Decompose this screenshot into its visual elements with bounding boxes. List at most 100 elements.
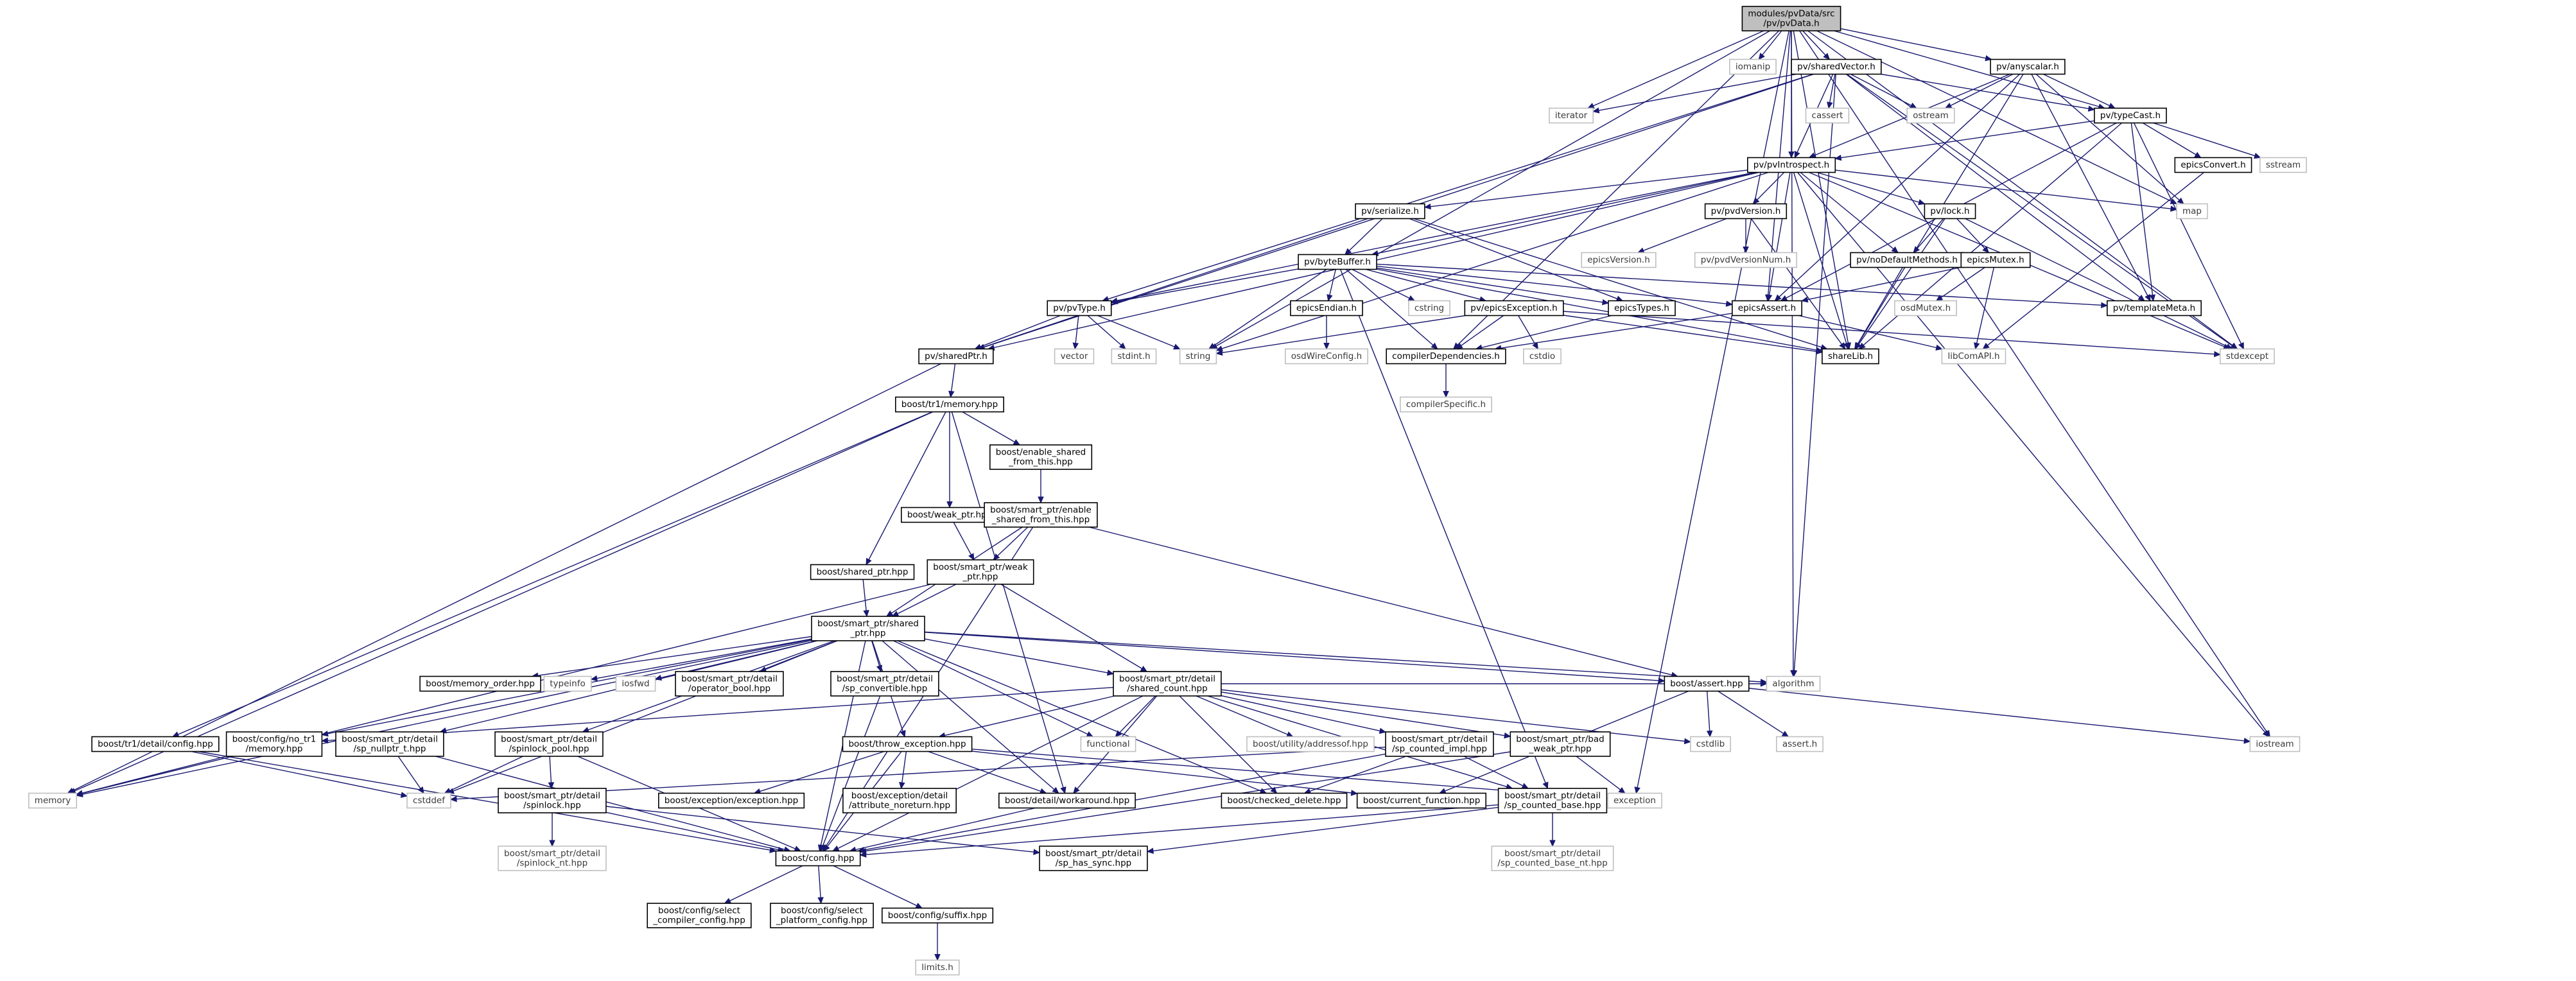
node-label: vector <box>1061 351 1088 361</box>
node-typeCast[interactable]: pv/typeCast.h <box>2094 107 2167 124</box>
edge-byteBuffer-to-compilerDependencies <box>1345 268 1434 346</box>
node-epicsException[interactable]: pv/epicsException.h <box>1464 300 1564 317</box>
node-pvType[interactable]: pv/pvType.h <box>1047 300 1112 317</box>
node-epicsTypes[interactable]: epicsTypes.h <box>1608 300 1676 317</box>
arrowhead-epicsException-to-cstdio <box>1532 342 1538 350</box>
node-spinlock_pool[interactable]: boost/smart_ptr/detail/spinlock_pool.hpp <box>494 731 604 757</box>
node-memory_order[interactable]: boost/memory_order.hpp <box>419 675 541 692</box>
node-label: boost/smart_ptr/detail <box>1045 849 1142 859</box>
node-sharedVector[interactable]: pv/sharedVector.h <box>1791 58 1882 75</box>
node-select_platform[interactable]: boost/config/select_platform_config.hpp <box>770 903 874 928</box>
edge-sp_enable_shared-to-sp_weak_ptr <box>997 526 1029 557</box>
edge-spinlock-to-boost_config <box>605 812 779 851</box>
node-box <box>1805 107 1850 124</box>
arrowhead-throw_exception-to-current_function <box>1350 790 1358 796</box>
edge-pvIntrospect-to-string <box>1221 171 1769 349</box>
node-compilerDependencies[interactable]: compilerDependencies.h <box>1386 348 1506 365</box>
node-operator_bool[interactable]: boost/smart_ptr/detail/operator_bool.hpp <box>675 671 784 697</box>
edge-pvIntrospect-to-serialize <box>1430 169 1748 207</box>
node-epicsMutex[interactable]: epicsMutex.h <box>1960 252 2031 268</box>
node-weak_ptr[interactable]: boost/weak_ptr.hpp <box>901 507 998 523</box>
node-label: /sp_counted_base_nt.hpp <box>1497 858 1607 869</box>
node-tr1memory[interactable]: boost/tr1/memory.hpp <box>895 396 1005 413</box>
node-label: boost/tr1/detail/config.hpp <box>98 739 213 749</box>
node-tr1config[interactable]: boost/tr1/detail/config.hpp <box>91 736 220 752</box>
node-sp_weak_ptr[interactable]: boost/smart_ptr/weak_ptr.hpp <box>927 559 1034 585</box>
arrowhead-sp_nullptr-to-cstddef <box>417 786 424 794</box>
node-pvIntrospect[interactable]: pv/pvIntrospect.h <box>1747 157 1836 173</box>
node-serialize[interactable]: pv/serialize.h <box>1355 203 1425 220</box>
node-checked_delete[interactable]: boost/checked_delete.hpp <box>1221 792 1348 809</box>
node-sp_nullptr[interactable]: boost/smart_ptr/detail/sp_nullptr_t.hpp <box>335 731 444 757</box>
node-boost_assert[interactable]: boost/assert.hpp <box>1664 675 1750 692</box>
edge-throw_exception-to-workaround <box>928 751 1041 792</box>
arrowhead-typeCast-to-epicsConvert <box>2194 152 2202 159</box>
arrowhead-sp_shared_ptr-to-shared_count <box>1106 670 1115 676</box>
node-box <box>2107 300 2202 317</box>
arrowhead-pvType-to-vector <box>1072 342 1079 350</box>
arrowhead-main-to-anyscalar <box>1985 55 1992 62</box>
edge-typeCast-to-stdexcept <box>2133 123 2242 344</box>
node-suffix[interactable]: boost/config/suffix.hpp <box>882 907 994 924</box>
arrowhead-spinlock-to-spinlock_nt <box>549 840 555 847</box>
node-current_function[interactable]: boost/current_function.hpp <box>1356 792 1486 809</box>
arrowhead-pvIntrospect-to-serialize <box>1423 203 1431 210</box>
node-noDefaultMethods[interactable]: pv/noDefaultMethods.h <box>1850 252 1964 268</box>
node-bad_weak_ptr[interactable]: boost/smart_ptr/bad_weak_ptr.hpp <box>1510 731 1611 757</box>
node-enable_shared[interactable]: boost/enable_shared_from_this.hpp <box>989 444 1093 470</box>
node-lock[interactable]: pv/lock.h <box>1924 203 1976 220</box>
node-sp_shared_ptr[interactable]: boost/smart_ptr/shared_ptr.hpp <box>811 616 925 641</box>
node-compilerSpecific: compilerSpecific.h <box>1400 396 1492 413</box>
node-pvdVersion[interactable]: pv/pvdVersion.h <box>1704 203 1788 220</box>
arrowhead-pvIntrospect-to-map <box>2170 205 2178 212</box>
node-epicsAssert[interactable]: epicsAssert.h <box>1732 300 1803 317</box>
node-templateMeta[interactable]: pv/templateMeta.h <box>2107 300 2202 317</box>
node-sp_convertible[interactable]: boost/smart_ptr/detail/sp_convertible.hp… <box>830 671 939 697</box>
node-box <box>775 850 861 867</box>
edge-pvType-to-string <box>1097 315 1175 347</box>
node-shared_ptr_hpp[interactable]: boost/shared_ptr.hpp <box>810 564 915 580</box>
node-epicsConvert[interactable]: epicsConvert.h <box>2174 157 2252 173</box>
node-spinlock[interactable]: boost/smart_ptr/detail/spinlock.hpp <box>498 788 607 813</box>
node-select_compiler[interactable]: boost/config/select_compiler_config.hpp <box>647 903 752 928</box>
node-sharedPtr[interactable]: pv/sharedPtr.h <box>918 348 994 365</box>
arrowhead-main-to-iterator <box>1587 103 1595 109</box>
arrowhead-sp_shared_ptr-to-boost_assert <box>1658 677 1666 684</box>
node-epicsEndian[interactable]: epicsEndian.h <box>1290 300 1363 317</box>
arrowhead-main-to-sharedVector <box>1823 53 1831 60</box>
edge-epicsException-to-stdexcept <box>1563 311 2215 355</box>
edge-pvIntrospect-to-map <box>1835 169 2171 209</box>
edge-pvIntrospect-to-noDefaultMethods <box>1800 171 1894 250</box>
node-throw_exception[interactable]: boost/throw_exception.hpp <box>842 736 973 752</box>
node-string: string <box>1179 348 1217 365</box>
node-label: /sp_nullptr_t.hpp <box>354 744 426 754</box>
edge-epicsException-to-compilerDependencies <box>1461 315 1504 346</box>
node-label: iomanip <box>1736 62 1770 72</box>
node-sp_enable_shared[interactable]: boost/smart_ptr/enable_shared_from_this.… <box>984 502 1098 528</box>
node-exception_hpp[interactable]: boost/exception/exception.hpp <box>658 792 805 809</box>
node-cassert: cassert <box>1805 107 1850 124</box>
arrowhead-epicsException-to-string <box>1215 349 1223 356</box>
node-label: boost/config/no_tr1 <box>232 734 317 745</box>
node-box <box>2249 736 2301 752</box>
edge-sp_weak_ptr-to-shared_count <box>1000 584 1142 670</box>
node-label: compilerDependencies.h <box>1392 351 1500 361</box>
edge-main-to-sharedVector <box>1802 30 1826 56</box>
edge-shared_count-to-functional <box>1119 695 1156 733</box>
node-workaround[interactable]: boost/detail/workaround.hpp <box>998 792 1136 809</box>
node-sp_counted_base[interactable]: boost/smart_ptr/detail/sp_counted_base.h… <box>1497 788 1608 813</box>
edge-throw_exception-to-attribute_noreturn <box>901 751 907 783</box>
node-no_tr1[interactable]: boost/config/no_tr1/memory.hpp <box>225 731 323 757</box>
node-boost_config[interactable]: boost/config.hpp <box>775 850 861 867</box>
node-byteBuffer[interactable]: pv/byteBuffer.h <box>1298 254 1377 270</box>
node-shared_count[interactable]: boost/smart_ptr/detail/shared_count.hpp <box>1113 671 1222 697</box>
node-label: cstdio <box>1529 351 1555 361</box>
edge-bad_weak_ptr-to-exception <box>1576 756 1621 790</box>
edge-epicsMutex-to-osdMutex <box>1940 266 1985 298</box>
node-sp_counted_impl[interactable]: boost/smart_ptr/detail/sp_counted_impl.h… <box>1385 731 1494 757</box>
node-anyscalar[interactable]: pv/anyscalar.h <box>1990 58 2066 75</box>
node-label: boost/smart_ptr/detail <box>1504 849 1601 859</box>
node-sp_has_sync[interactable]: boost/smart_ptr/detail/sp_has_sync.hpp <box>1039 846 1148 871</box>
node-shareLib[interactable]: shareLib.h <box>1822 348 1879 365</box>
node-attribute_noreturn[interactable]: boost/exception/detail/attribute_noretur… <box>842 788 957 813</box>
